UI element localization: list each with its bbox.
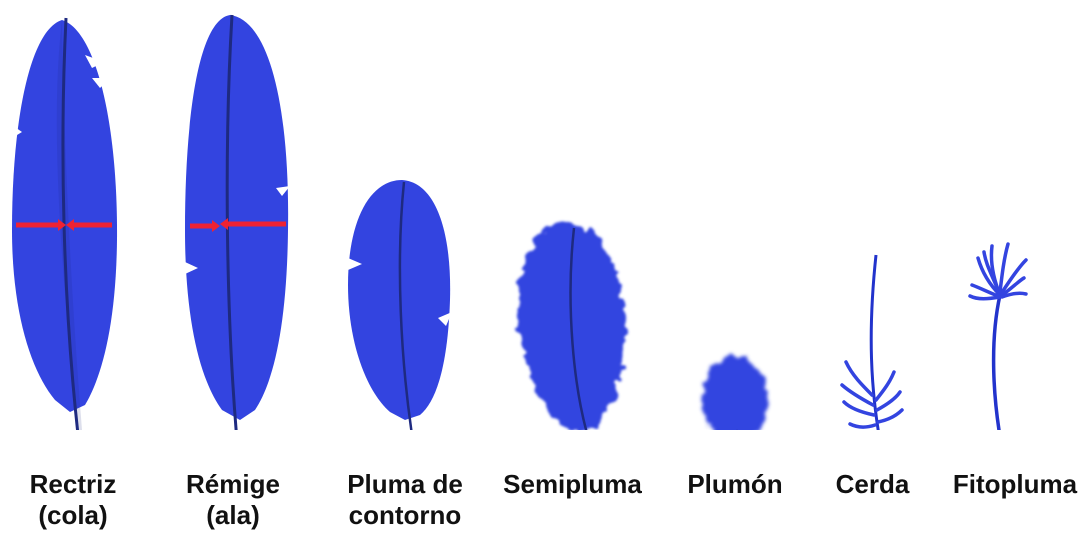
cerda-feather [842,255,902,430]
label-remige: Rémige (ala) [180,469,286,531]
contorno-feather [348,180,452,430]
remige-feather [185,15,290,430]
label-semipluma: Semipluma [495,469,650,500]
label-fitopluma: Fitopluma [945,469,1085,500]
semipluma-feather [518,222,625,430]
plumon-feather [702,355,768,430]
label-pluma-de-contorno: Pluma de contorno [340,469,470,531]
label-cerda: Cerda [825,469,920,500]
fitopluma-feather [970,244,1026,430]
rectriz-feather [12,18,117,430]
label-plumon: Plumón [680,469,790,500]
feather-diagram [0,0,1090,430]
label-rectriz: Rectriz (cola) [25,469,121,531]
